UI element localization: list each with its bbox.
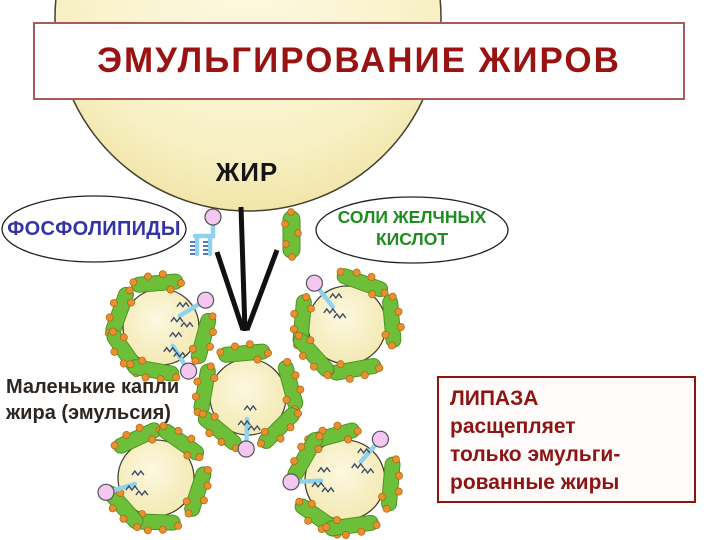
bile-salts-label-line2: КИСЛОТ (375, 229, 449, 250)
bile-salt-blob (197, 409, 242, 453)
fatty-acid-squiggle (317, 466, 331, 473)
split-arrow-icon (214, 206, 280, 332)
lipase-line1: ЛИПАЗА (450, 387, 539, 410)
lipase-box: ЛИПАЗА расщепляет только эмульги- рованн… (437, 376, 696, 503)
bile-salt-blob (336, 267, 389, 299)
phospholipid-head (237, 440, 255, 458)
fatty-acid-squiggle (176, 301, 190, 308)
fatty-acid-squiggle (351, 462, 365, 470)
fat-label: ЖИР (215, 157, 279, 187)
fatty-acid-squiggle (169, 331, 183, 338)
phospholipid-head (305, 274, 323, 292)
emulsion-droplet-icon (282, 421, 404, 539)
fatty-acid-squiggle (321, 486, 335, 493)
page-title: ЭМУЛЬГИРОВАНИЕ ЖИРОВ (97, 41, 621, 80)
emulsion-droplets-group (97, 267, 405, 539)
lipase-line2: расщепляет (450, 415, 576, 438)
phospholipid-head (197, 291, 215, 309)
phospholipid-head (282, 473, 300, 491)
phospholipids-ellipse (1, 195, 187, 263)
bile-salt-blob (182, 466, 212, 518)
emulsion-droplet-icon (191, 340, 305, 458)
phospholipid-icon (190, 208, 222, 257)
bile-salts-label-line1: СОЛИ ЖЕЛЧНЫХ (337, 207, 487, 227)
fatty-acid-squiggle (361, 467, 375, 475)
phospholipids-label: ФОСФОЛИПИДЫ (7, 218, 181, 240)
bile-salt-blob (378, 455, 404, 513)
bile-salt-blob (381, 292, 405, 350)
lipase-line3: только эмульги- (450, 443, 621, 466)
bile-salt-blob (126, 356, 181, 384)
bile-salt-blob (158, 421, 205, 462)
bile-salt-blob (286, 432, 324, 482)
bile-salt-blob (188, 312, 217, 365)
lipase-line4: рованные жиры (450, 471, 620, 494)
fatty-acid-squiggle (125, 484, 139, 492)
fatty-acid-squiggle (180, 321, 194, 328)
fatty-acid-squiggle (329, 292, 343, 300)
bile-salt-blob (322, 514, 381, 539)
bile-salts-label: СОЛИ ЖЕЛЧНЫХ КИСЛОТ (316, 206, 508, 251)
fatty-acid-squiggle (333, 312, 347, 320)
bile-salt-blob (191, 362, 219, 417)
emulsion-droplet-icon (104, 270, 217, 384)
fatty-acid-squiggle (135, 489, 149, 497)
bile-salt-blob (129, 270, 185, 294)
fatty-acid-squiggle (243, 404, 257, 412)
emulsion-caption: Маленькие капли жира (эмульсия) (6, 374, 216, 427)
title-box: ЭМУЛЬГИРОВАНИЕ ЖИРОВ (33, 22, 685, 100)
fatty-acid-squiggle (170, 316, 184, 323)
fatty-acid-squiggle (311, 481, 325, 488)
bile-salt-blob (216, 340, 272, 364)
fatty-acid-squiggle (163, 346, 177, 353)
bile-salts-ellipse (315, 196, 509, 264)
emulsion-caption-line2: жира (эмульсия) (6, 402, 171, 425)
bile-salt-blob (326, 358, 384, 383)
bile-salt-icon (281, 208, 302, 261)
fatty-acid-squiggle (237, 419, 251, 427)
bile-salt-blob (293, 331, 335, 380)
fatty-acid-squiggle (173, 351, 187, 358)
emulsion-caption-line1: Маленькие капли (6, 376, 180, 398)
emulsion-droplet-icon (97, 421, 212, 535)
phospholipid-head (371, 430, 389, 448)
fatty-acid-squiggle (131, 469, 145, 477)
fatty-acid-squiggle (357, 447, 371, 455)
emulsion-droplet-icon (290, 267, 405, 383)
phospholipid-head (97, 483, 115, 501)
phospholipid-head (180, 362, 198, 380)
fatty-acid-squiggle (247, 424, 261, 432)
fatty-acid-squiggle (323, 307, 337, 315)
bile-salt-blob (256, 407, 302, 449)
